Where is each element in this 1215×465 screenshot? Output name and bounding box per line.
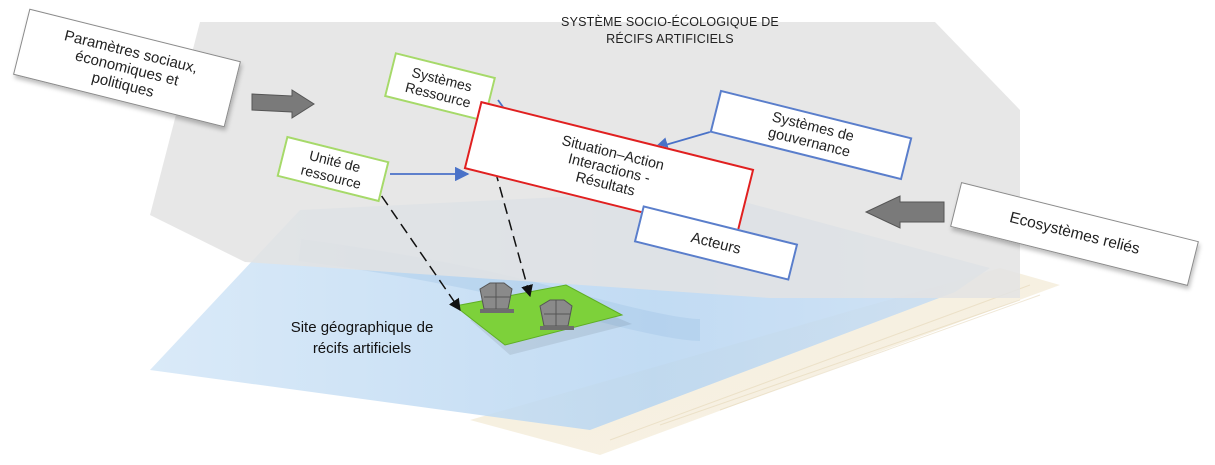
arrow-governance-to-action: [653, 131, 711, 152]
coast-texture: [609, 284, 1041, 441]
title-line-2: RÉCIFS ARTIFICIELS: [606, 32, 734, 46]
projection-arrow-resource-unit: [371, 181, 461, 311]
site-label-line-2: récifs artificiels: [312, 340, 412, 357]
title-line-1: SYSTÈME SOCIO-ÉCOLOGIQUE DE: [561, 15, 779, 29]
diagram-title: SYSTÈME SOCIO-ÉCOLOGIQUE DE RÉCIFS ARTIF…: [520, 14, 820, 48]
reef-structure-icon: [479, 282, 514, 313]
actors-label: Acteurs: [689, 228, 743, 258]
reef-structure-icon: [539, 299, 574, 330]
block-arrow-right-icon: [864, 195, 945, 229]
site-label-line-1: Site géographique de: [290, 319, 434, 336]
block-arrow-left-icon: [251, 89, 315, 119]
site-label: Site géographique de récifs artificiels: [262, 317, 462, 359]
